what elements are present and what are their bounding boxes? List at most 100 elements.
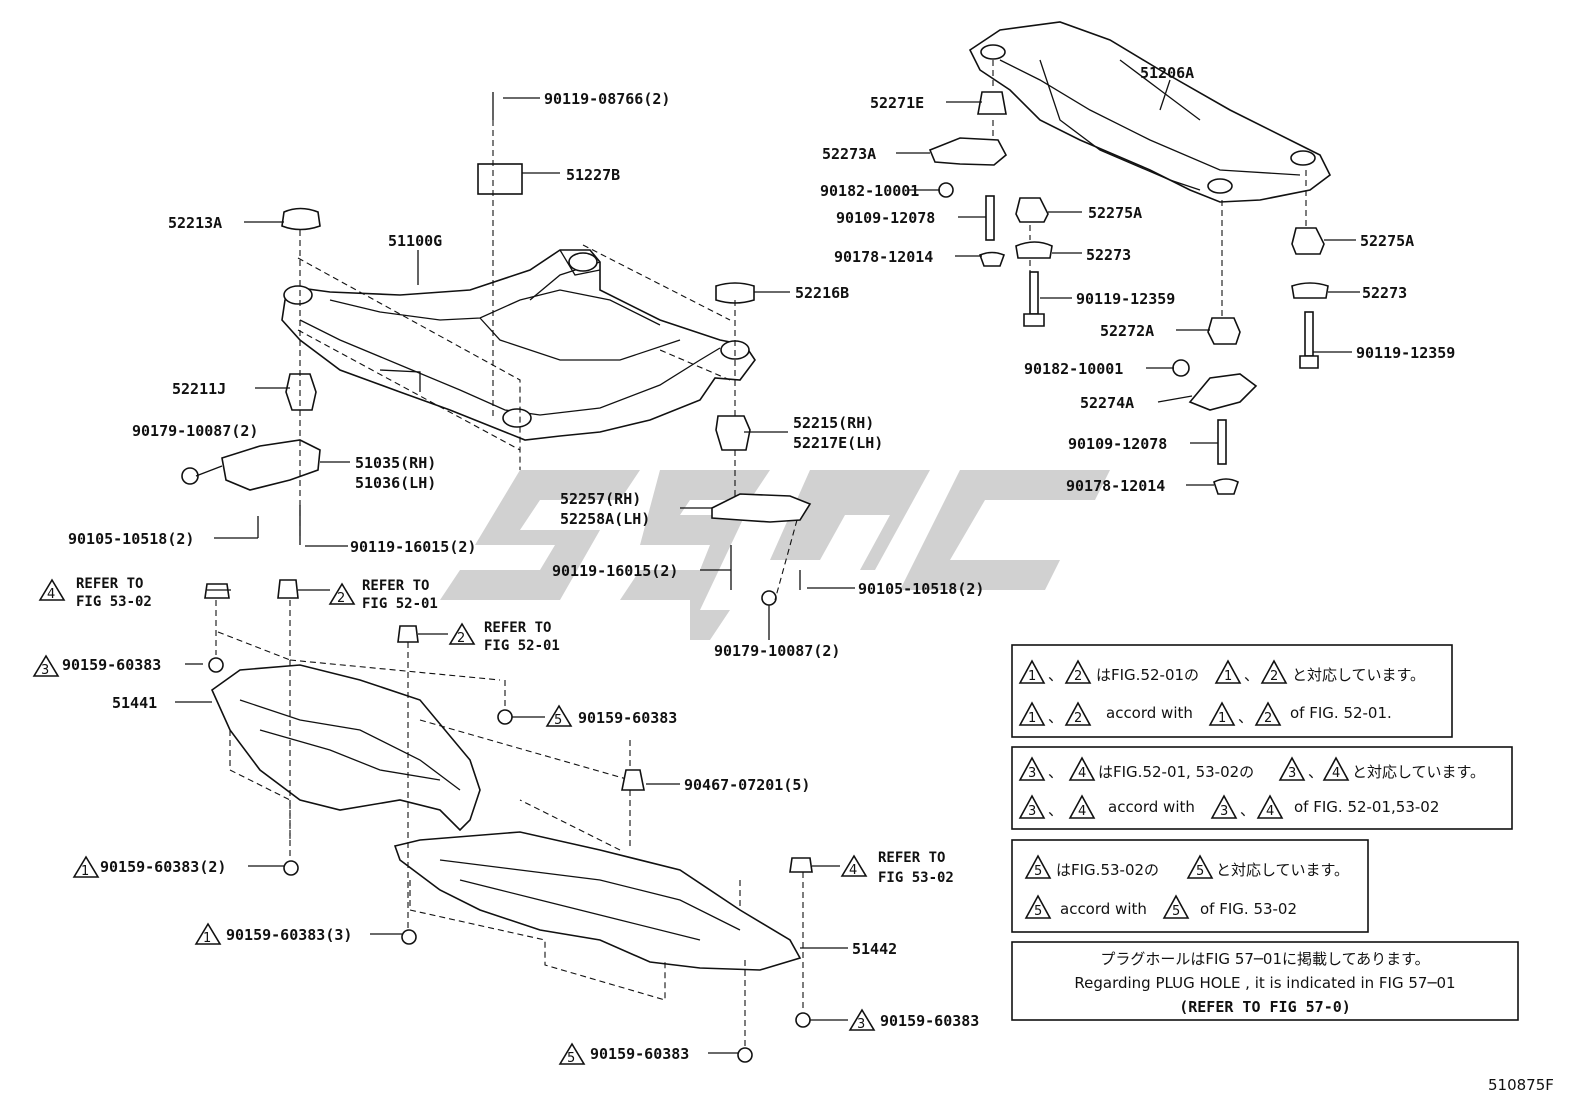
svg-text:1: 1: [1028, 711, 1036, 726]
callout-90182-10001-lower: 90182-10001: [1024, 360, 1123, 378]
svg-text:、: 、: [1308, 763, 1323, 781]
callout-90178-12014-lower: 90178-12014: [1066, 477, 1165, 495]
callout-90105-10518-left: 90105-10518(2): [68, 530, 194, 548]
triangle-markers: 4 REFER TO FIG 53-02 2 REFER TO FIG 52-0…: [32, 576, 954, 1066]
refer-line1-b: REFER TO: [362, 578, 429, 594]
callout-90179-10087-left: 90179-10087(2): [132, 422, 258, 440]
callout-51441: 51441: [112, 694, 157, 712]
note2-en-end: of FIG. 52-01,53-02: [1294, 798, 1439, 816]
note1-en-mid: accord with: [1106, 704, 1193, 722]
svg-text:、: 、: [1048, 801, 1063, 819]
svg-text:3: 3: [1028, 766, 1036, 781]
callout-labels: 90119-08766(2) 51227B 52213A 51100G 5221…: [62, 64, 1455, 1063]
callout-52217elh: 52217E(LH): [793, 434, 883, 452]
svg-text:1: 1: [1218, 711, 1226, 726]
callout-90178-12014-top: 90178-12014: [834, 248, 933, 266]
callout-52213a: 52213A: [168, 214, 222, 232]
plug-hole-refer: (REFER TO FIG 57-0): [1179, 998, 1351, 1016]
svg-text:2: 2: [1074, 669, 1082, 684]
callout-52216b: 52216B: [795, 284, 849, 302]
leader-lines: [175, 79, 1360, 1054]
triangle-4-a: 4: [47, 587, 55, 602]
svg-text:、: 、: [1240, 801, 1255, 819]
rear-mount-parts: [928, 91, 1329, 495]
svg-text:、: 、: [1048, 708, 1063, 726]
note1-jp: はFIG.52-01の: [1096, 666, 1199, 684]
callout-51036lh: 51036(LH): [355, 474, 436, 492]
svg-text:4: 4: [1078, 766, 1086, 781]
svg-text:3: 3: [1028, 804, 1036, 819]
callout-90182-10001-top: 90182-10001: [820, 182, 919, 200]
note3-en-mid: accord with: [1060, 900, 1147, 918]
callout-90159-60383-2: 90159-60383(2): [100, 858, 226, 876]
refer-line2-a: FIG 53-02: [76, 594, 152, 610]
triangle-5-a: 5: [554, 713, 562, 728]
svg-text:2: 2: [1264, 711, 1272, 726]
callout-52273-mid: 52273: [1086, 246, 1131, 264]
callout-90105-10518-right: 90105-10518(2): [858, 580, 984, 598]
callout-52215rh: 52215(RH): [793, 414, 874, 432]
svg-text:、: 、: [1048, 666, 1063, 684]
cover-fasteners: [204, 579, 813, 1063]
rear-crossmember-51206a: [968, 21, 1332, 320]
note1-jp-end: と対応しています。: [1292, 666, 1425, 684]
callout-90179-10087-right: 90179-10087(2): [714, 642, 840, 660]
watermark-logo: [440, 470, 1110, 640]
triangle-3-b: 3: [857, 1017, 865, 1032]
svg-text:5: 5: [1172, 904, 1180, 919]
callout-52273a: 52273A: [822, 145, 876, 163]
diagram-id: 510875F: [1488, 1076, 1554, 1094]
note3-en-end: of FIG. 53-02: [1200, 900, 1297, 918]
svg-text:2: 2: [1074, 711, 1082, 726]
callout-90159-60383-c: 90159-60383: [880, 1012, 979, 1030]
callout-52275a-right: 52275A: [1360, 232, 1414, 250]
refer-line2-d: FIG 53-02: [878, 870, 954, 886]
note-box-2: 3 、 4 はFIG.52-01, 53-02の 3 、 4 と対応しています。…: [1011, 746, 1513, 830]
note-box-1: 1 、 2 はFIG.52-01の 1 、 2 と対応しています。 1 、 2 …: [1011, 644, 1453, 738]
callout-52258alh: 52258A(LH): [560, 510, 650, 528]
callout-90119-16015-right: 90119-16015(2): [552, 562, 678, 580]
note3-jp-end: と対応しています。: [1216, 861, 1349, 879]
note2-jp: はFIG.52-01, 53-02の: [1098, 763, 1254, 781]
front-crossmember-51100g: [281, 244, 756, 470]
triangle-1-a: 1: [81, 864, 89, 879]
callout-51227b: 51227B: [566, 166, 620, 184]
refer-line2-c: FIG 52-01: [484, 638, 560, 654]
callout-51442: 51442: [852, 940, 897, 958]
triangle-5-b: 5: [567, 1051, 575, 1066]
callout-90119-12359-right: 90119-12359: [1356, 344, 1455, 362]
plug-hole-en: Regarding PLUG HOLE , it is indicated in…: [1074, 974, 1455, 992]
triangle-1-b: 1: [203, 931, 211, 946]
svg-text:5: 5: [1034, 904, 1042, 919]
svg-text:4: 4: [1078, 804, 1086, 819]
engine-under-cover-51442: [393, 740, 802, 1001]
svg-text:1: 1: [1224, 669, 1232, 684]
callout-52275a-mid: 52275A: [1088, 204, 1142, 222]
plug-hole-jp: プラグホールはFIG 57─01に掲載してあります。: [1100, 950, 1429, 968]
triangle-2-b: 2: [457, 631, 465, 646]
svg-text:、: 、: [1048, 763, 1063, 781]
note3-jp: はFIG.53-02の: [1056, 861, 1159, 879]
engine-under-cover-51441: [211, 631, 631, 840]
svg-text:、: 、: [1238, 708, 1253, 726]
callout-90159-60383-d: 90159-60383: [590, 1045, 689, 1063]
callout-90159-60383-b: 90159-60383: [578, 709, 677, 727]
note-box-3: 5 はFIG.53-02の 5 と対応しています。 5 accord with …: [1011, 839, 1369, 933]
front-mount-parts: [181, 92, 812, 606]
callout-90109-12078-lower: 90109-12078: [1068, 435, 1167, 453]
svg-text:、: 、: [1244, 666, 1259, 684]
svg-text:2: 2: [1270, 669, 1278, 684]
callout-51206a: 51206A: [1140, 64, 1194, 82]
note2-jp-end: と対応しています。: [1352, 763, 1485, 781]
callout-90119-08766: 90119-08766(2): [544, 90, 670, 108]
refer-line1-a: REFER TO: [76, 576, 143, 592]
note-box-plug-hole: プラグホールはFIG 57─01に掲載してあります。 Regarding PLU…: [1011, 941, 1519, 1021]
refer-line2-b: FIG 52-01: [362, 596, 438, 612]
callout-90159-60383-a: 90159-60383: [62, 656, 161, 674]
callout-51100g: 51100G: [388, 232, 442, 250]
callout-52272a: 52272A: [1100, 322, 1154, 340]
refer-line1-d: REFER TO: [878, 850, 945, 866]
callout-52257rh: 52257(RH): [560, 490, 641, 508]
callout-51035rh: 51035(RH): [355, 454, 436, 472]
callout-90159-60383-3: 90159-60383(3): [226, 926, 352, 944]
